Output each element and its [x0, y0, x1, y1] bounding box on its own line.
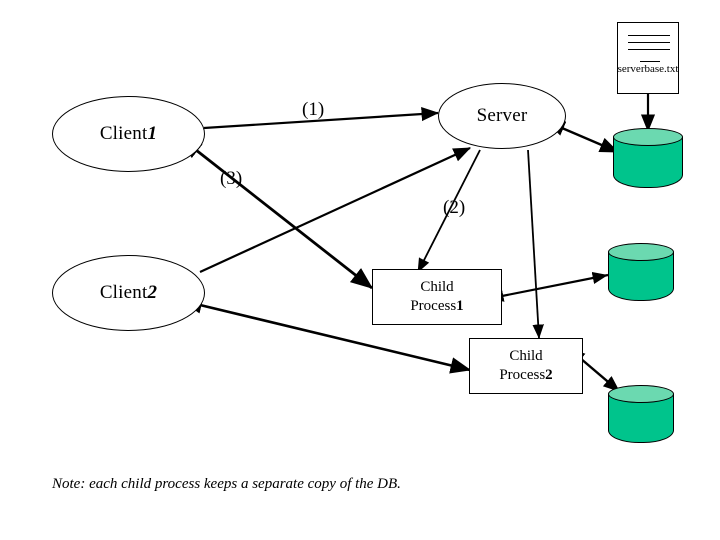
document-line-3	[628, 49, 670, 50]
node-client1[interactable]: Client1	[52, 96, 205, 172]
node-child-process1-label: Child Process1	[410, 279, 464, 314]
document-line-1	[628, 35, 670, 36]
document-caption: serverbase.txt	[617, 63, 679, 75]
document-line-2	[628, 42, 670, 43]
node-server-label: Server	[476, 105, 528, 127]
database-child2[interactable]	[608, 385, 674, 443]
edge-server-to-childprocess2	[527, 149, 544, 339]
edge-client2-to-server	[199, 147, 471, 273]
node-child-process2-label: Child Process2	[499, 348, 553, 383]
edge-client1-childprocess1	[179, 137, 374, 290]
database-child1[interactable]	[608, 243, 674, 301]
database-child2-body	[608, 394, 674, 443]
diagram-note: Note: each child process keeps a separat…	[52, 476, 401, 492]
edge-label-step1: (1)	[302, 99, 325, 120]
node-client2[interactable]: Client2	[52, 255, 205, 331]
edge-label-step3: (3)	[220, 168, 243, 189]
node-child-process1[interactable]: Child Process1	[372, 269, 502, 325]
node-server[interactable]: Server	[438, 83, 566, 149]
database-child1-top	[608, 243, 674, 261]
node-child-process2[interactable]: Child Process2	[469, 338, 583, 394]
database-server-top	[613, 128, 683, 146]
edge-server-to-database-server	[545, 121, 620, 154]
database-server[interactable]	[613, 128, 683, 188]
edge-childprocess1-to-database-child1	[488, 271, 609, 302]
document-line-4	[640, 61, 660, 62]
database-child2-top	[608, 385, 674, 403]
edge-client2-childprocess2	[181, 297, 472, 374]
edge-server-to-childprocess1	[417, 149, 481, 273]
edge-childprocess2-to-database-child2	[568, 348, 621, 393]
node-client1-label: Client1	[99, 123, 158, 145]
edge-label-step2: (2)	[443, 197, 466, 218]
node-client2-label: Client2	[99, 282, 158, 304]
document-icon[interactable]	[617, 22, 679, 94]
edge-client1-to-server	[203, 107, 440, 130]
